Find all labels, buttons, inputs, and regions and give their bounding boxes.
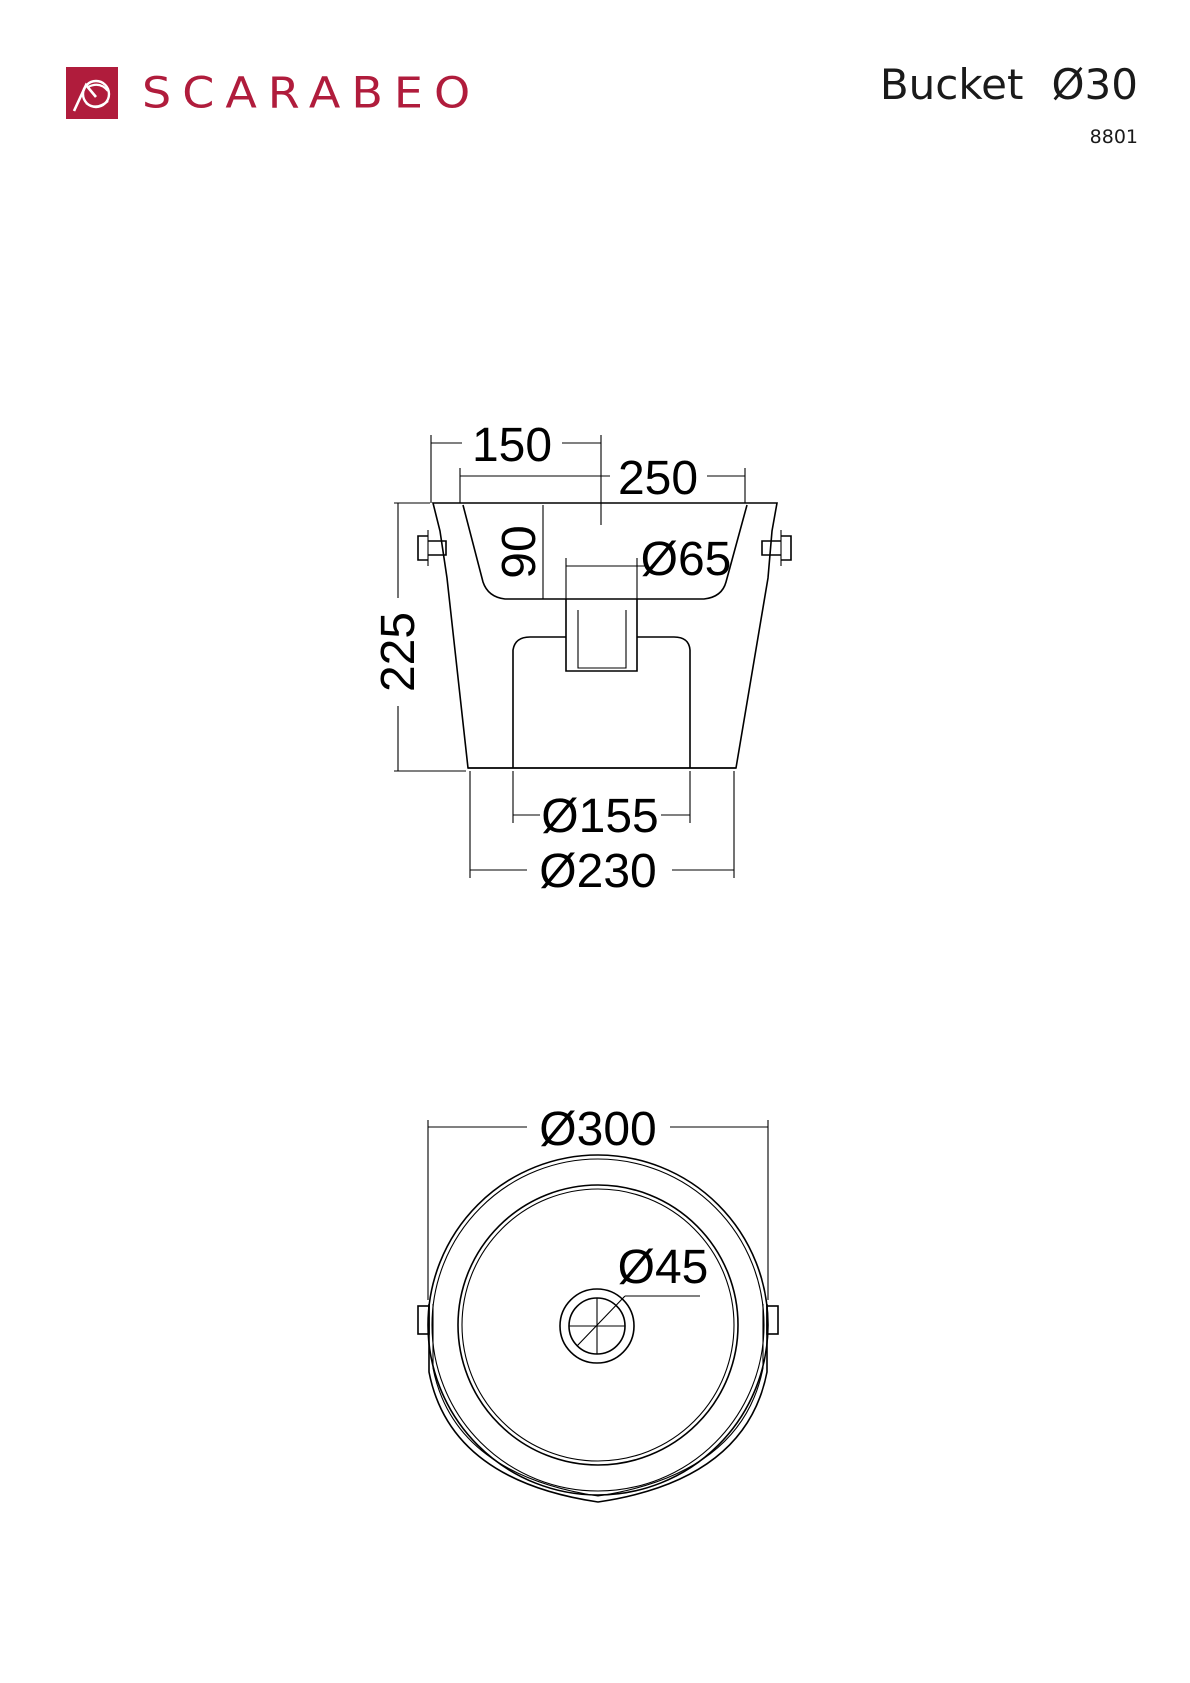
outer-rim-inner-circle xyxy=(431,1158,765,1492)
product-code: 8801 xyxy=(1089,126,1138,148)
drain-outer-circle xyxy=(559,1288,635,1364)
product-name: Bucket xyxy=(879,60,1024,109)
inner-bowl xyxy=(462,504,748,600)
dimension-250: 250 xyxy=(459,452,746,505)
dim-label-d300: Ø300 xyxy=(539,1103,656,1156)
handle-band-inner xyxy=(432,1304,764,1497)
bowl-inner-circle xyxy=(461,1188,735,1462)
dimension-d155: Ø155 xyxy=(512,771,691,843)
dim-label-90: 90 xyxy=(493,525,546,578)
scarabeo-logo-icon xyxy=(66,67,118,119)
product-size: Ø30 xyxy=(1051,60,1138,109)
bowl-circle xyxy=(457,1184,739,1466)
top-view: Ø45 Ø300 xyxy=(417,1103,779,1503)
right-handle xyxy=(761,530,792,566)
product-title: Bucket Ø30 xyxy=(880,60,1138,109)
dim-label-d45: Ø45 xyxy=(618,1241,709,1294)
left-handle xyxy=(417,530,447,566)
dim-label-d230: Ø230 xyxy=(539,845,656,898)
header: SCARABEO Bucket Ø30 8801 xyxy=(0,0,1190,170)
brand-name: SCARABEO xyxy=(142,68,482,118)
dimension-d300: Ø300 xyxy=(427,1103,769,1300)
dimension-90: 90 xyxy=(493,505,546,599)
dim-label-d155: Ø155 xyxy=(541,790,658,843)
brand-logo: SCARABEO xyxy=(66,67,481,119)
dim-label-250: 250 xyxy=(618,452,698,505)
dimension-225: 225 xyxy=(372,502,466,772)
dimension-d65: Ø65 xyxy=(565,533,732,599)
handle-band xyxy=(428,1304,768,1503)
right-handle-lug xyxy=(766,1305,779,1335)
drain-leader xyxy=(576,1295,626,1347)
dim-label-d65: Ø65 xyxy=(641,533,732,586)
side-view: 150 250 90 Ø65 225 xyxy=(372,419,792,898)
left-handle-lug xyxy=(417,1305,430,1335)
dim-label-225: 225 xyxy=(372,612,425,692)
outer-rim-circle xyxy=(427,1154,769,1496)
drain-tube xyxy=(565,599,638,672)
dimension-d230: Ø230 xyxy=(469,771,735,898)
dim-label-150: 150 xyxy=(472,419,552,472)
dimension-150: 150 xyxy=(430,419,602,525)
drain-tube-inner xyxy=(577,610,627,669)
base-chamber xyxy=(512,636,691,768)
